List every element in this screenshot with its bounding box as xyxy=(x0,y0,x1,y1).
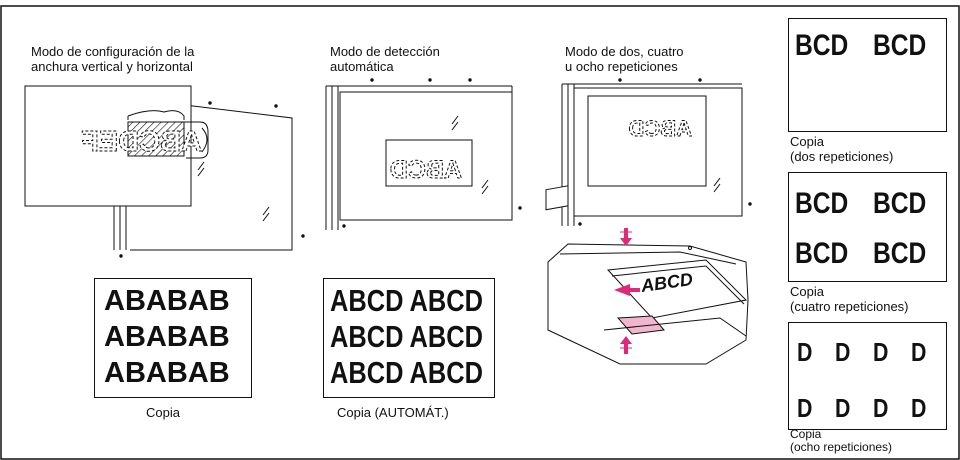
feed-arrow-icons xyxy=(614,228,640,354)
mode2-original-text: ABCD xyxy=(390,156,462,184)
copy2-label: Copia (AUTOMÁT.) xyxy=(337,405,449,420)
mode1-label: Modo de configuración de la anchura vert… xyxy=(31,44,195,74)
copy-ab-row-1: ABABAB xyxy=(104,285,230,317)
mode1-original-text: ABCDEF xyxy=(81,126,202,158)
copy-abcd-row-3: ABCD ABCD xyxy=(330,355,483,390)
copy-ab-row-2: ABABAB xyxy=(104,321,230,353)
copy-two-label: Copia (dos repeticiones) xyxy=(790,134,894,164)
document-feeder-illustration xyxy=(545,185,749,365)
copy-ab-box: ABABAB ABABAB ABABAB xyxy=(94,278,252,398)
mode2-scanner-illustration xyxy=(325,78,522,230)
eight-rep-copy-6: D xyxy=(835,393,851,423)
eight-rep-copy-8: D xyxy=(911,393,927,423)
copy-abcd-row-1: ABCD ABCD xyxy=(330,283,483,318)
two-rep-copy-1: BCD xyxy=(795,29,849,62)
eight-rep-copy-4: D xyxy=(911,337,927,367)
four-rep-copy-3: BCD xyxy=(795,237,849,270)
four-rep-copy-2: BCD xyxy=(873,187,927,220)
mode1-scanner-illustration xyxy=(24,85,305,258)
copy-eight-label: Copia (ocho repeticiones) xyxy=(790,427,893,454)
mode2-label: Modo de detección automática xyxy=(330,44,440,74)
copy-ab-row-3: ABABAB xyxy=(104,357,230,389)
copy-eight-rep-box: D D D D D D D D xyxy=(788,322,947,430)
copy-four-rep-box: BCD BCD BCD BCD xyxy=(788,172,947,282)
mode3-scanner-illustration xyxy=(561,78,752,226)
mode3-original-text: ABCD xyxy=(628,116,692,141)
eight-rep-copy-7: D xyxy=(873,393,889,423)
two-rep-copy-2: BCD xyxy=(873,29,927,62)
copy-two-rep-box: BCD BCD xyxy=(788,18,947,132)
four-rep-copy-4: BCD xyxy=(873,237,927,270)
copy-abcd-box: ABCD ABCD ABCD ABCD ABCD ABCD xyxy=(323,278,495,398)
eight-rep-copy-1: D xyxy=(797,337,813,367)
eight-rep-copy-2: D xyxy=(835,337,851,367)
copy1-label: Copia xyxy=(146,405,180,420)
copy-four-label: Copia (cuatro repeticiones) xyxy=(790,284,909,314)
outer-border xyxy=(0,5,960,460)
eight-rep-copy-3: D xyxy=(873,337,889,367)
copy-abcd-row-2: ABCD ABCD xyxy=(330,319,483,354)
mode3-label: Modo de dos, cuatro u ocho repeticiones xyxy=(565,44,684,74)
four-rep-copy-1: BCD xyxy=(795,187,849,220)
eight-rep-copy-5: D xyxy=(797,393,813,423)
